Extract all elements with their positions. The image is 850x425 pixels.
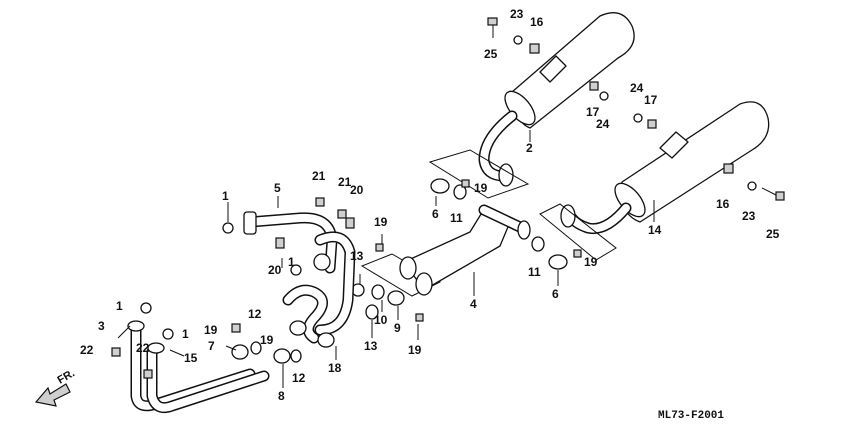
callout-25: 25 xyxy=(484,47,498,61)
nut-16-lower xyxy=(723,163,734,174)
callout-13: 13 xyxy=(350,249,364,263)
exhaust-pipe-18 xyxy=(282,284,335,348)
callout-10: 10 xyxy=(374,313,388,327)
callout-22: 22 xyxy=(80,343,94,357)
bolt-22-left xyxy=(111,347,121,357)
lower-muffler xyxy=(560,101,770,235)
bolt-19-left xyxy=(231,323,241,333)
washer-23-upper xyxy=(513,35,523,45)
callout-19: 19 xyxy=(204,323,218,337)
nut-20-left xyxy=(275,237,285,249)
gasket-12-left xyxy=(250,341,262,355)
bolt-19-collector xyxy=(415,313,424,322)
leader-lines xyxy=(117,130,655,388)
callout-16: 16 xyxy=(530,15,544,29)
gasket-12-right xyxy=(290,349,302,363)
callout-9: 9 xyxy=(394,321,401,335)
callout-19: 19 xyxy=(584,255,598,269)
callout-7: 7 xyxy=(208,339,215,353)
bolt-22-right xyxy=(143,369,153,379)
clamp-7 xyxy=(231,344,249,360)
callout-1: 1 xyxy=(116,299,123,313)
nut-17-lower xyxy=(647,119,657,129)
bolt-21-right xyxy=(337,209,347,219)
front-direction-arrow: FR. xyxy=(34,367,77,407)
washer-24-lower xyxy=(633,113,643,123)
callout-24: 24 xyxy=(630,81,644,95)
callout-1: 1 xyxy=(182,327,189,341)
callout-22: 22 xyxy=(136,341,150,355)
callout-21: 21 xyxy=(338,175,352,189)
gasket-11-lower xyxy=(531,236,545,252)
callout-23: 23 xyxy=(742,209,756,223)
gasket-1-left-lower xyxy=(140,302,152,314)
callout-2: 2 xyxy=(526,141,533,155)
callout-19: 19 xyxy=(474,181,488,195)
bolt-19-upper-clamp xyxy=(461,179,470,188)
bolt-25-upper xyxy=(487,17,498,38)
callout-5: 5 xyxy=(274,181,281,195)
callout-1: 1 xyxy=(222,189,229,203)
gasket-1-mid xyxy=(290,264,302,276)
bolt-21-left xyxy=(315,197,325,207)
bolt-19-lower-clamp xyxy=(573,249,582,258)
bolt-25-lower xyxy=(761,187,785,201)
callout-14: 14 xyxy=(648,223,662,237)
callout-4: 4 xyxy=(470,297,477,311)
gasket-1-left-upper xyxy=(222,222,234,234)
drawing-code: ML73-F2001 xyxy=(658,410,724,422)
clamp-9 xyxy=(387,290,405,306)
nut-20-right xyxy=(345,217,355,229)
callout-17: 17 xyxy=(586,105,600,119)
center-clamp-panel xyxy=(360,253,442,297)
callout-17: 17 xyxy=(644,93,658,107)
washer-23-lower xyxy=(747,181,757,191)
callout-15: 15 xyxy=(184,351,198,365)
gasket-10 xyxy=(371,284,385,300)
callout-6: 6 xyxy=(552,287,559,301)
callout-20: 20 xyxy=(350,183,364,197)
clamp-6-upper xyxy=(430,178,450,194)
callout-13: 13 xyxy=(364,339,378,353)
clamp-6-lower xyxy=(548,254,568,270)
callout-16: 16 xyxy=(716,197,730,211)
callout-8: 8 xyxy=(278,389,285,403)
callout-1: 1 xyxy=(288,255,295,269)
callout-24: 24 xyxy=(596,117,610,131)
callout-19: 19 xyxy=(374,215,388,229)
gasket-11-upper xyxy=(453,184,467,200)
callout-19: 19 xyxy=(260,333,274,347)
upper-muffler xyxy=(478,12,635,187)
gasket-1-bottom xyxy=(162,328,174,340)
callouts: 1 1 1 1 2 3 4 5 6 6 7 8 9 10 11 11 12 12… xyxy=(80,7,780,403)
lower-clamp-panel xyxy=(539,203,617,261)
clamp-8 xyxy=(273,348,291,364)
washer-24-upper xyxy=(599,91,609,101)
callout-12: 12 xyxy=(248,307,262,321)
collector-pipe xyxy=(399,204,531,296)
callout-6: 6 xyxy=(432,207,439,221)
bolt-19-center xyxy=(375,243,384,252)
callout-25: 25 xyxy=(766,227,780,241)
front-label: FR. xyxy=(56,367,77,386)
callout-19: 19 xyxy=(408,343,422,357)
gasket-13-lower xyxy=(365,304,379,320)
exhaust-pipe-15 xyxy=(127,320,270,414)
exhaust-pipe-5 xyxy=(243,211,356,336)
callout-11: 11 xyxy=(450,211,463,225)
callout-23: 23 xyxy=(510,7,524,21)
callout-11: 11 xyxy=(528,265,541,279)
callout-3: 3 xyxy=(98,319,105,333)
callout-21: 21 xyxy=(312,169,326,183)
nut-16-upper xyxy=(529,43,540,54)
callout-12: 12 xyxy=(292,371,306,385)
callout-18: 18 xyxy=(328,361,342,375)
callout-20: 20 xyxy=(268,263,282,277)
nut-17-upper xyxy=(589,81,599,91)
